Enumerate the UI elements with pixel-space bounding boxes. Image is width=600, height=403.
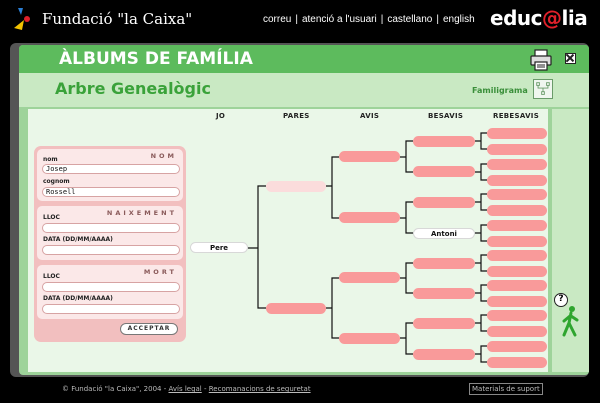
node-rebesavi-2[interactable]	[487, 144, 547, 155]
node-besavi-3[interactable]	[413, 197, 475, 208]
nom-label: nom	[43, 156, 58, 163]
cognom-field[interactable]: Rossell	[42, 187, 180, 197]
mort-data-label: DATA (DD/MM/AAAA)	[43, 295, 113, 302]
la-caixa-logo[interactable]: Fundació "la Caixa"	[12, 6, 192, 32]
nom-section-title: NOM	[150, 152, 177, 160]
naixement-section: NAIXEMENT LLOC DATA (DD/MM/AAAA)	[37, 206, 183, 260]
node-rebesavi-13[interactable]	[487, 310, 547, 321]
naixement-lloc-label: LLOC	[43, 214, 60, 221]
materials-link[interactable]: Materials de suport	[469, 383, 543, 395]
node-mare[interactable]	[266, 303, 326, 314]
col-pares: PARES	[283, 112, 310, 120]
node-besavi-6[interactable]	[413, 288, 475, 299]
node-avi-1[interactable]	[339, 151, 400, 162]
link-atencio[interactable]: atenció a l'usuari	[301, 14, 377, 25]
naixement-data-field[interactable]	[42, 245, 180, 255]
mort-section-title: MORT	[143, 268, 177, 276]
col-avis: AVIS	[360, 112, 380, 120]
node-rebesavi-16[interactable]	[487, 357, 547, 368]
node-besavi-5[interactable]	[413, 258, 475, 269]
node-rebesavi-5[interactable]	[487, 189, 547, 200]
node-besavi-1[interactable]	[413, 136, 475, 147]
node-avi-4[interactable]	[339, 333, 400, 344]
node-rebesavi-15[interactable]	[487, 341, 547, 352]
printer-icon[interactable]	[529, 48, 553, 72]
node-rebesavi-1[interactable]	[487, 128, 547, 139]
security-link[interactable]: Recomanacions de seguretat	[208, 385, 311, 393]
node-rebesavi-4[interactable]	[487, 175, 547, 186]
title-bar: ÀLBUMS DE FAMÍLIA	[19, 45, 589, 73]
node-rebesavi-6[interactable]	[487, 205, 547, 216]
exit-walker-icon[interactable]	[561, 305, 581, 337]
help-icon[interactable]: ?	[554, 293, 568, 307]
mort-data-field[interactable]	[42, 304, 180, 314]
sub-header: Arbre Genealògic Familigrama	[19, 73, 589, 107]
top-links: correu|atenció a l'usuari|castellano|eng…	[263, 14, 475, 25]
brand-name: Fundació "la Caixa"	[42, 10, 193, 28]
mort-lloc-label: LLOC	[43, 273, 60, 280]
node-avi-3[interactable]	[339, 272, 400, 283]
link-english[interactable]: english	[442, 14, 475, 25]
node-rebesavi-10[interactable]	[487, 266, 547, 277]
familigrama-label: Familigrama	[472, 86, 528, 95]
node-besavi-4[interactable]: Antoni	[413, 228, 475, 239]
node-besavi-2[interactable]	[413, 166, 475, 177]
naixement-data-label: DATA (DD/MM/AAAA)	[43, 236, 113, 243]
mort-lloc-field[interactable]	[42, 282, 180, 292]
page-title: Arbre Genealògic	[55, 79, 211, 98]
col-jo: JO	[216, 112, 226, 120]
person-form: NOM nom Josep cognom Rossell NAIXEMENT L…	[34, 146, 186, 342]
node-besavi-8[interactable]	[413, 349, 475, 360]
node-rebesavi-11[interactable]	[487, 280, 547, 291]
naixement-section-title: NAIXEMENT	[106, 209, 177, 217]
app-title: ÀLBUMS DE FAMÍLIA	[59, 49, 253, 69]
top-bar: Fundació "la Caixa" correu|atenció a l'u…	[0, 0, 600, 40]
node-rebesavi-3[interactable]	[487, 159, 547, 170]
node-jo[interactable]: Pere	[190, 242, 248, 253]
close-icon[interactable]	[565, 53, 576, 64]
legal-link[interactable]: Avís legal	[168, 385, 202, 393]
mort-section: MORT LLOC DATA (DD/MM/AAAA)	[37, 265, 183, 319]
node-avi-2[interactable]	[339, 212, 400, 223]
node-pare[interactable]	[266, 181, 326, 192]
link-correu[interactable]: correu	[263, 14, 292, 25]
familigrama-button[interactable]	[533, 79, 553, 99]
node-rebesavi-9[interactable]	[487, 250, 547, 261]
educalia-logo[interactable]: educ@lia	[490, 6, 588, 30]
naixement-lloc-field[interactable]	[42, 223, 180, 233]
node-rebesavi-7[interactable]	[487, 220, 547, 231]
star-logo-icon	[14, 8, 30, 30]
link-castellano[interactable]: castellano	[387, 14, 433, 25]
nom-field[interactable]: Josep	[42, 164, 180, 174]
copyright: © Fundació "la Caixa", 2004 - Avís legal…	[62, 385, 311, 393]
cognom-label: cognom	[43, 178, 70, 185]
node-rebesavi-12[interactable]	[487, 296, 547, 307]
nom-section: NOM nom Josep cognom Rossell	[37, 149, 183, 201]
accept-button[interactable]: ACCEPTAR	[120, 323, 178, 335]
node-rebesavi-14[interactable]	[487, 326, 547, 337]
col-besavis: BESAVIS	[428, 112, 464, 120]
footer: © Fundació "la Caixa", 2004 - Avís legal…	[0, 380, 600, 403]
node-rebesavi-8[interactable]	[487, 236, 547, 247]
node-besavi-7[interactable]	[413, 318, 475, 329]
col-rebesavis: REBESAVIS	[493, 112, 540, 120]
